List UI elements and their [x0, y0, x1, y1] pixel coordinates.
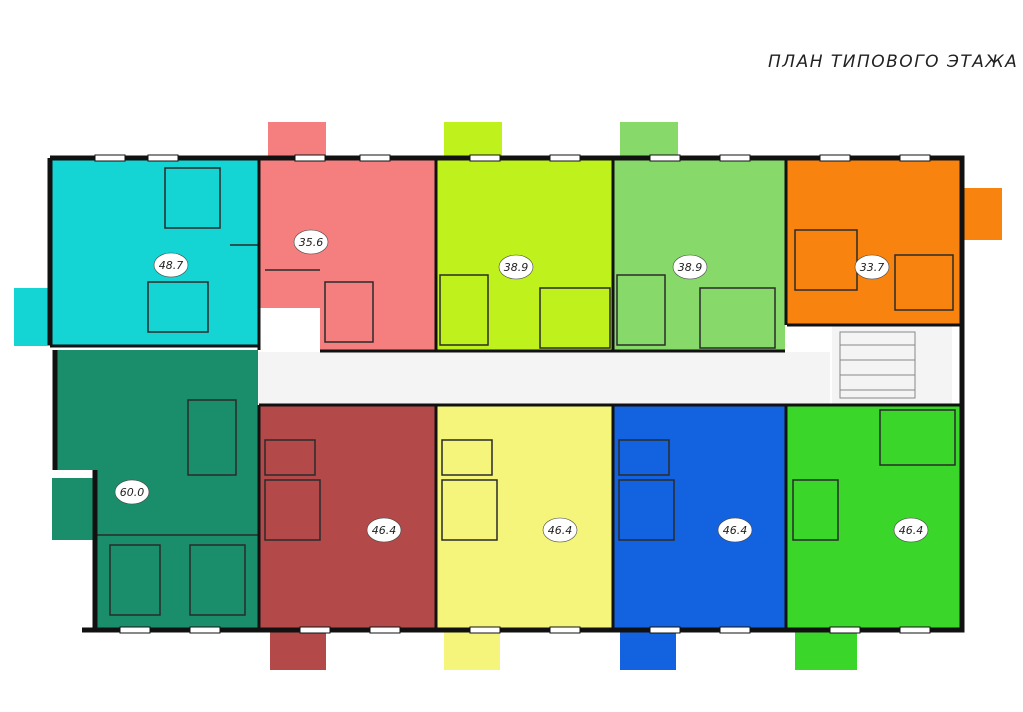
area-label-apt-10: 46.4 — [899, 524, 924, 537]
apartment-8 — [437, 405, 612, 630]
stairwell — [832, 325, 952, 405]
area-label-apt-8: 46.4 — [548, 524, 573, 537]
area-label-apt-2: 35.6 — [299, 236, 324, 249]
balcony-apt-2 — [268, 122, 326, 158]
apartment-4 — [614, 158, 785, 350]
apartment-7 — [260, 405, 435, 630]
apartment-10 — [787, 405, 962, 630]
apartment-9 — [614, 405, 785, 630]
apartment-5 — [787, 158, 962, 325]
corridor — [258, 352, 830, 404]
apartment-2 — [260, 158, 435, 350]
partition-walls — [50, 158, 962, 630]
balcony-apt-1 — [14, 288, 50, 346]
area-label-apt-5: 33.7 — [860, 261, 885, 274]
apartment-6 — [55, 350, 258, 630]
balcony-apt-6 — [52, 478, 96, 540]
balcony-apt-10 — [795, 630, 857, 670]
balcony-apt-3 — [444, 122, 502, 158]
area-label-apt-6: 60.0 — [120, 486, 145, 499]
plan-title: ПЛАН ТИПОВОГО ЭТАЖА — [768, 52, 1019, 72]
balcony-apt-5 — [962, 188, 1002, 240]
interior-walls — [95, 167, 956, 616]
area-label-apt-1: 48.7 — [159, 259, 184, 272]
balcony-apt-8 — [444, 630, 500, 670]
balcony-apt-4 — [620, 122, 678, 158]
stair-steps — [839, 331, 916, 399]
apartment-1 — [50, 158, 258, 345]
area-label-apt-3: 38.9 — [504, 261, 529, 274]
area-label-apt-7: 46.4 — [372, 524, 397, 537]
area-label-apt-9: 46.4 — [723, 524, 748, 537]
exterior-walls — [47, 155, 965, 633]
balcony-apt-7 — [270, 630, 326, 670]
windows — [94, 154, 931, 634]
area-labels: 48.7 35.6 38.9 38.9 33.7 60.0 46.4 46.4 … — [114, 229, 929, 543]
apartment-3 — [437, 158, 612, 350]
balcony-apt-9 — [620, 630, 676, 670]
area-label-apt-4: 38.9 — [678, 261, 703, 274]
